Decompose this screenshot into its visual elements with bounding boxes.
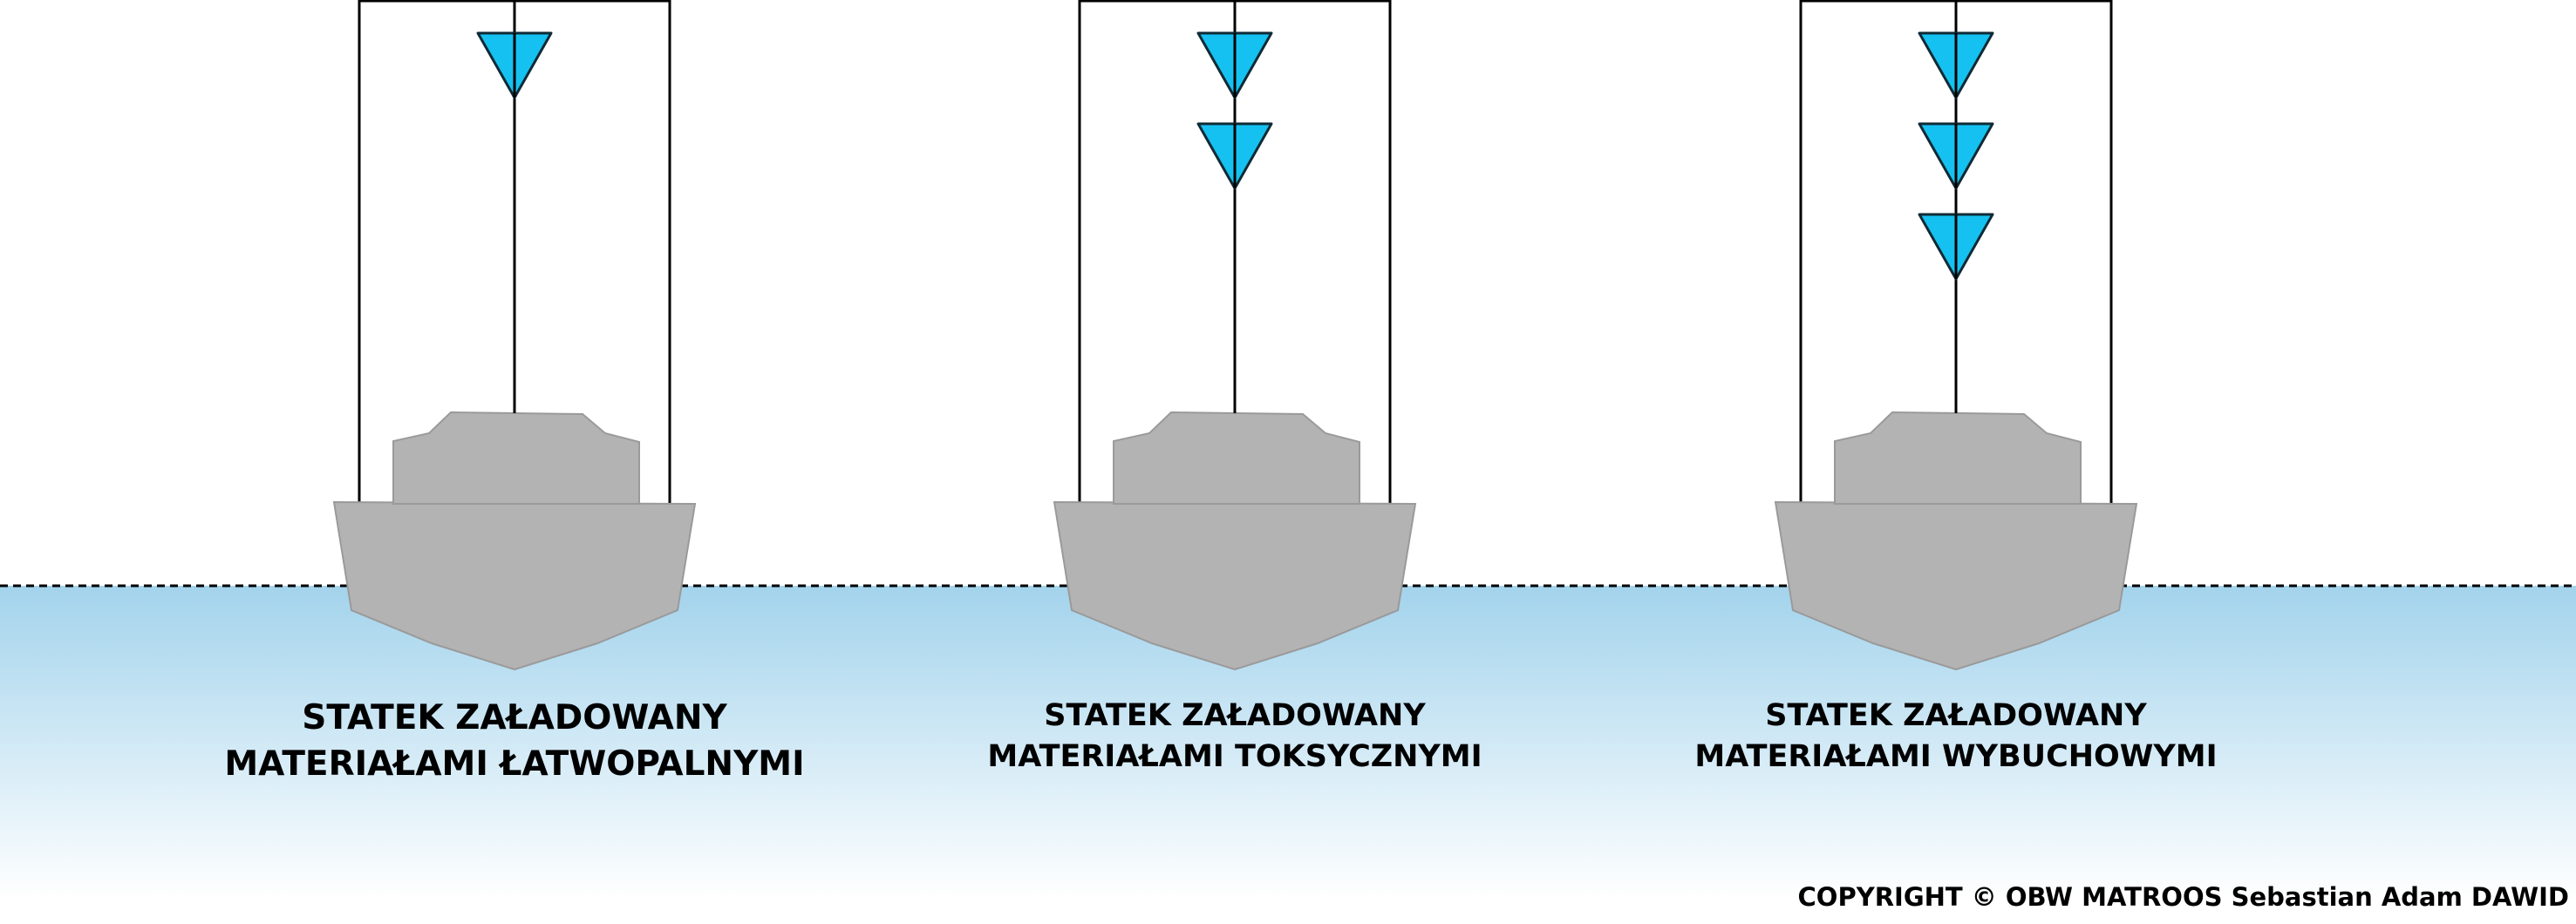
- ship-1-superstructure: [392, 411, 640, 505]
- ship-3-hull: [1774, 500, 2138, 671]
- ship-1-label-line1: STATEK ZAŁADOWANY: [302, 698, 727, 737]
- ship-3-label: STATEK ZAŁADOWANY MATERIAŁAMI WYBUCHOWYM…: [1590, 696, 2322, 778]
- ship-1-hull: [332, 500, 697, 671]
- ship-3-label-line2: MATERIAŁAMI WYBUCHOWYMI: [1694, 739, 2218, 775]
- ship-3-label-line1: STATEK ZAŁADOWANY: [1765, 698, 2147, 733]
- ship-2-label-line2: MATERIAŁAMI TOKSYCZNYMI: [987, 739, 1482, 775]
- ship-3-superstructure: [1834, 411, 2082, 505]
- ship-2-hull: [1053, 500, 1417, 671]
- ship-2-label-line1: STATEK ZAŁADOWANY: [1044, 698, 1426, 733]
- ship-1: [332, 0, 697, 671]
- ship-2-superstructure: [1113, 411, 1360, 505]
- copyright-notice: COPYRIGHT © OBW MATROOS Sebastian Adam D…: [1797, 882, 2569, 912]
- ship-3: [1774, 0, 2138, 671]
- ship-1-label-line2: MATERIAŁAMI ŁATWOPALNYMI: [224, 744, 805, 784]
- ship-2-label: STATEK ZAŁADOWANY MATERIAŁAMI TOKSYCZNYM…: [869, 696, 1601, 778]
- ship-1-label: STATEK ZAŁADOWANY MATERIAŁAMI ŁATWOPALNY…: [148, 696, 881, 787]
- ship-2: [1053, 0, 1417, 671]
